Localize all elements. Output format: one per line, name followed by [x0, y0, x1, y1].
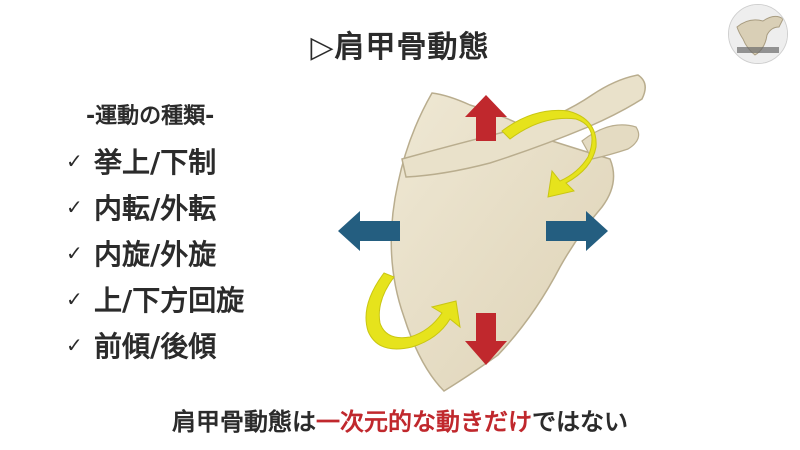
check-icon: ✓: [66, 287, 83, 311]
logo: [728, 4, 788, 64]
arrow-up-icon: [465, 95, 507, 141]
list-item: ✓ 内転/外転: [66, 184, 244, 230]
check-icon: ✓: [66, 333, 83, 357]
list-item-label: 挙上/下制: [94, 146, 217, 179]
list-item: ✓ 上/下方回旋: [66, 276, 244, 322]
list-item-label: 上/下方回旋: [94, 284, 245, 317]
motion-types-list: ✓ 挙上/下制 ✓ 内転/外転 ✓ 内旋/外旋 ✓ 上/下方回旋 ✓ 前傾/後傾: [66, 138, 244, 368]
caption-highlight: 一次元的な動きだけ: [316, 408, 532, 436]
list-item: ✓ 前傾/後傾: [66, 322, 244, 368]
list-item: ✓ 内旋/外旋: [66, 230, 244, 276]
scapula-illustration: [338, 74, 646, 392]
motion-types-heading: -運動の種類-: [86, 104, 215, 129]
list-item-label: 内転/外転: [94, 192, 217, 225]
arrow-down-icon: [465, 313, 507, 365]
check-icon: ✓: [66, 195, 83, 219]
scapula-logo-icon: [729, 5, 787, 63]
page-title: ▷肩甲骨動態: [310, 30, 490, 65]
list-item-label: 前傾/後傾: [94, 330, 217, 363]
caption-text-after: ではない: [532, 408, 628, 436]
arrow-left-icon: [338, 211, 400, 251]
rotate-ccw-icon: [365, 272, 461, 350]
list-item: ✓ 挙上/下制: [66, 138, 244, 184]
coracoid-process: [581, 124, 640, 160]
check-icon: ✓: [66, 241, 83, 265]
check-icon: ✓: [66, 149, 83, 173]
arrow-right-icon: [546, 211, 608, 251]
rotate-cw-icon: [501, 109, 597, 198]
caption: 肩甲骨動態は一次元的な動きだけではない: [0, 402, 800, 437]
list-item-label: 内旋/外旋: [94, 238, 217, 271]
caption-text-before: 肩甲骨動態は: [172, 408, 316, 436]
